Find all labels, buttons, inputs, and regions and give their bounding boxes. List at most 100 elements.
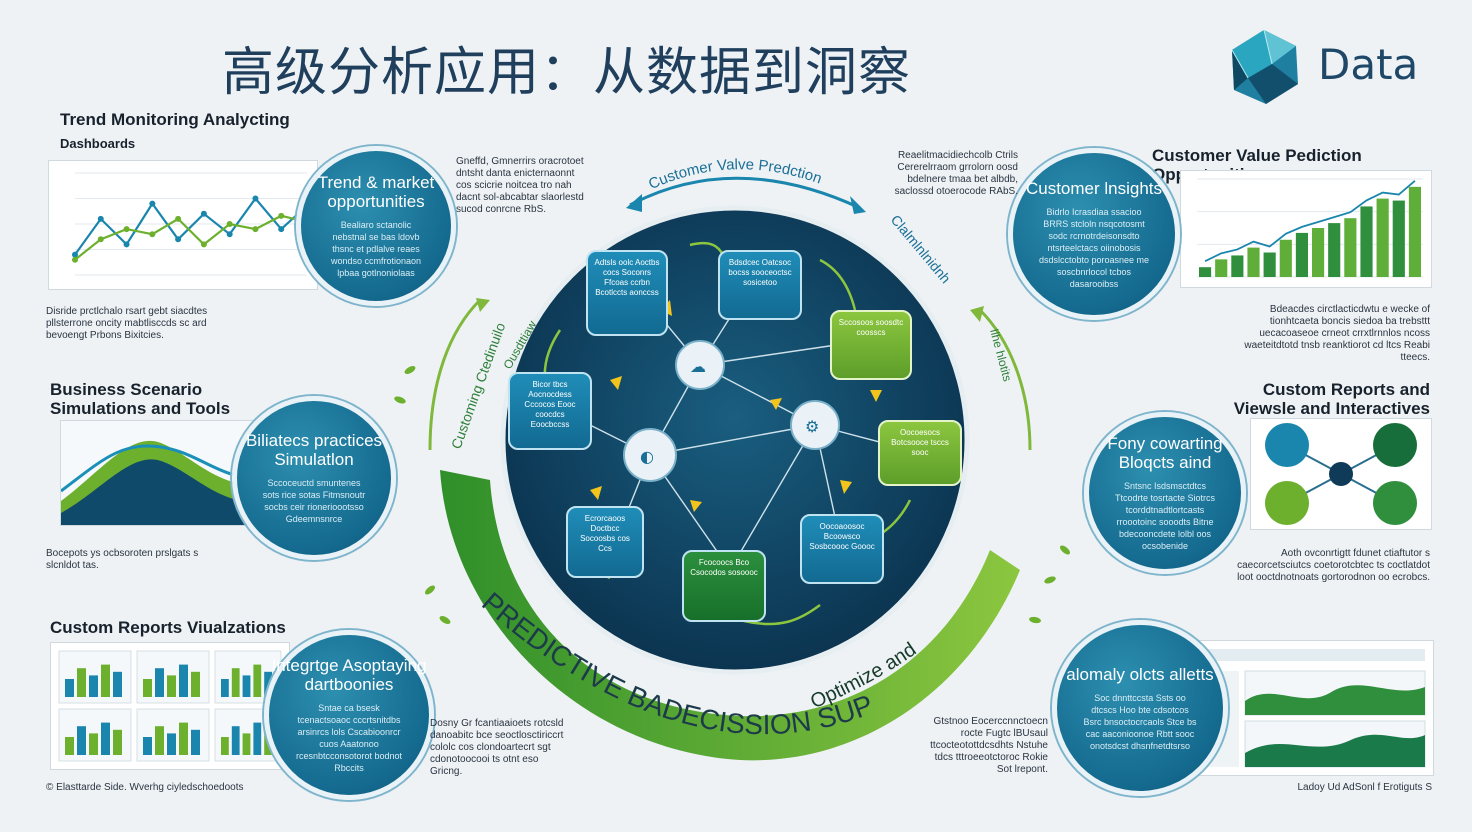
customer-bar xyxy=(1263,252,1276,277)
business-section-title: Business Scenario Simulations and Tools xyxy=(50,380,231,418)
right-side-arrow-head-icon xyxy=(970,306,984,322)
viz-mini-bar xyxy=(143,737,152,755)
flow-node-8: Fcocoocs Bco Csocodos sosoooc xyxy=(682,550,766,622)
viz-mini-bar xyxy=(221,737,229,755)
viz-mini-bar xyxy=(77,668,86,697)
customer-notes: Reaelitmacidiechcolb Ctrils Cererelrraom… xyxy=(894,150,1018,197)
viz-mini-bar xyxy=(191,671,200,697)
customer-circle-heading: Customer lnsights xyxy=(1025,178,1163,198)
viz-panel xyxy=(50,642,290,770)
trend-point xyxy=(252,195,259,202)
viz-mini-bar xyxy=(191,729,200,755)
page-title: 高级分析应用：从数据到洞察 xyxy=(222,43,912,103)
trend-circle-body: Bealiaro sctanolic nebstnal se bas ldovb… xyxy=(330,220,422,278)
alerts-circle-body: Soc dnnttccsta Ssts oo dtcscs Hoo bte cd… xyxy=(1083,692,1197,751)
left-side-arrow xyxy=(428,298,482,451)
customer-bar-chart xyxy=(1197,178,1423,278)
customer-bar xyxy=(1392,200,1405,277)
alerts-circle-heading: alomaly olcts alletts xyxy=(1066,664,1214,684)
center-diagram: Customer Valve Predction Customing Ctedi… xyxy=(390,150,1070,761)
top-arrow-arc xyxy=(629,176,861,210)
flow-node-1: Adtsls oolc Aoctbs cocs Soconrs Ffcoas c… xyxy=(586,250,668,336)
business-circle: Biliatecs practices Simulatlon Sccoceuct… xyxy=(232,396,396,560)
viz-mini-bar xyxy=(65,679,74,697)
customer-bar xyxy=(1408,186,1421,277)
viz-mini-bar xyxy=(143,679,152,697)
logo-text: Data xyxy=(1318,40,1419,89)
trend-point xyxy=(175,236,182,243)
trend-section-title: Trend Monitoring Analycting xyxy=(60,110,290,129)
customer-circle: Customer lnsights Bidrlo Icrasdiaa ssaci… xyxy=(1008,148,1180,320)
customer-bar xyxy=(1247,247,1260,277)
customer-bar xyxy=(1344,218,1357,277)
trend-point xyxy=(149,200,156,207)
viz-section-title: Custom Reports Viualzations xyxy=(50,618,286,637)
trend-circle: Trend & market opportunities Bealiaro sc… xyxy=(296,146,456,306)
viz-mini-bar xyxy=(242,733,251,755)
hub-node-1 xyxy=(675,340,725,390)
viz-mini-bar xyxy=(89,675,98,697)
flow-node-2: Bdsdcec Oatcsoc bocss sooceoctsc sosicet… xyxy=(718,250,802,320)
viz-mini-bar xyxy=(253,722,262,755)
hub-icon-3: ◐ xyxy=(640,447,654,466)
viz-mini-bar xyxy=(231,668,240,697)
top-arrow-head-icon xyxy=(626,194,642,212)
customer-trend-line xyxy=(1204,180,1416,263)
hub-icon-2: ⚙ xyxy=(805,417,819,436)
viz-mini-bar xyxy=(242,675,251,697)
viz-dashboards-illustration xyxy=(58,650,282,762)
alerts-dashboard-illustration xyxy=(1201,649,1426,768)
viz-mini-bar xyxy=(264,671,272,697)
trend-point xyxy=(149,231,156,238)
business-wave-illustration xyxy=(60,440,262,525)
trend-point xyxy=(123,226,130,233)
viz-mini-bar xyxy=(101,722,110,755)
customer-chart-panel xyxy=(1180,170,1432,288)
trend-point xyxy=(72,251,78,258)
viz-circle: Integrtge Asoptaying dartboonies Sntae c… xyxy=(264,630,434,800)
viz-mini-bar xyxy=(89,733,98,755)
trend-point xyxy=(123,241,130,248)
viz-footer: © Elasttarde Side. Wverhg ciyledschoedoo… xyxy=(46,782,244,793)
custom-reports-circle-heading: Fony cowarting Bloqcts aind xyxy=(1107,434,1223,472)
business-caption: Bocepots ys ocbsoroten prslgats s slcnld… xyxy=(46,548,199,571)
trend-line-chart xyxy=(72,172,310,276)
business-chart-panel xyxy=(60,420,262,526)
viz-circle-heading: Integrtge Asoptaying dartboonies xyxy=(271,656,427,694)
alerts-circle: alomaly olcts alletts Soc dnnttccsta Sst… xyxy=(1052,620,1228,796)
viz-mini-bar xyxy=(231,726,240,755)
flow-node-4: Bicor tbcs Aocnocdess Cccocos Eooc coocd… xyxy=(508,372,592,450)
trend-point xyxy=(97,215,104,222)
custom-reports-panel xyxy=(1250,418,1432,530)
right-side-arrow xyxy=(978,308,1032,451)
flow-node-6: Ecrorcaoos Doctbcc Socoosbs cos Ccs xyxy=(566,506,644,578)
trend-chart-panel xyxy=(48,160,318,290)
customer-bar xyxy=(1312,228,1325,277)
flow-node-7: Oocoaoosoc Bcoowsco Sosbcoooc Goooc xyxy=(800,514,884,584)
trend-point xyxy=(200,241,207,248)
trend-point xyxy=(200,210,207,217)
viz-mini-bar xyxy=(113,729,122,755)
customer-bar xyxy=(1376,198,1389,277)
trend-notes: Gneffd, Gmnerrirs oracrotoet dntsht dant… xyxy=(456,156,584,215)
flow-node-3: Sccosoos soosdtc coosscs xyxy=(830,310,912,380)
viz-mini-bar xyxy=(253,664,262,697)
viz-mini-bar xyxy=(167,733,176,755)
customer-bar xyxy=(1215,259,1228,277)
viz-mini-bar xyxy=(77,726,86,755)
custom-reports-caption: Aoth ovconrtigtt fdunet ctiaftutor s cae… xyxy=(1237,548,1430,583)
viz-circle-body: Sntae ca bsesk tcenactsoaoc cccrtsnitdbs… xyxy=(295,703,403,773)
customer-caption: Bdeacdes circtlacticdwtu e wecke of tion… xyxy=(1244,304,1430,363)
business-circle-body: Sccoceuctd smuntenes sots rice sotas Fit… xyxy=(262,478,366,524)
customer-bar xyxy=(1360,206,1373,277)
viz-mini-bar xyxy=(221,679,229,697)
hub-icon-1: ☁ xyxy=(690,357,706,376)
flow-node-5: Oocoesocs Botcsooce tsccs sooc xyxy=(878,420,962,486)
trend-point xyxy=(278,226,285,233)
trend-point xyxy=(97,236,104,243)
trend-series-line-1 xyxy=(74,196,308,256)
viz-mini-bar xyxy=(179,722,188,755)
viz-caption: Dosny Gr fcantiaaioets rotcsld danoabitc… xyxy=(430,718,564,777)
trend-point xyxy=(72,256,78,263)
trend-point xyxy=(278,212,285,219)
